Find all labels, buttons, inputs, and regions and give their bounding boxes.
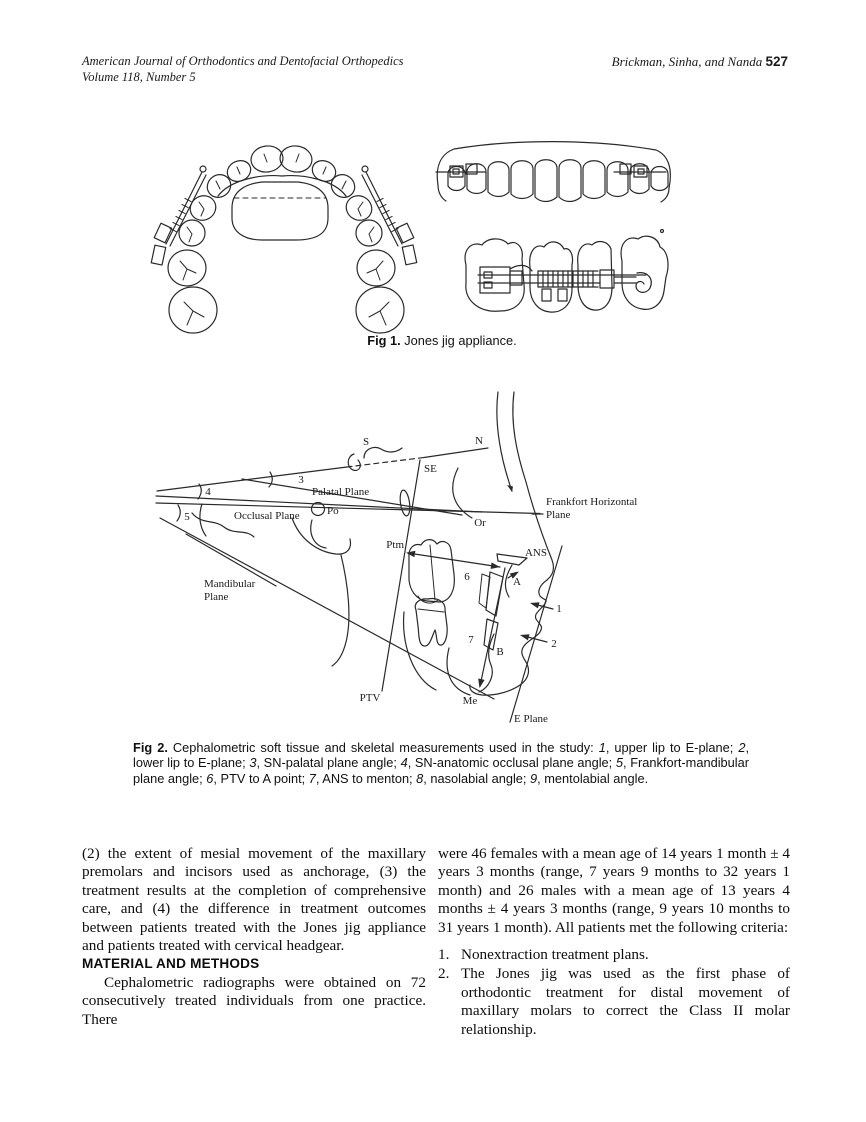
fig1-lateral-view-drawing: [464, 228, 669, 313]
fig2-label-angle-3: 3: [298, 474, 304, 486]
fig2-label-frankfort-1: Frankfort Horizontal: [546, 496, 637, 508]
right-column: were 46 females with a mean age of 14 ye…: [438, 845, 790, 1040]
body-paragraph: Cephalometric radiographs were obtained …: [82, 973, 426, 1028]
list-item-text: Nonextraction treatment plans.: [461, 946, 649, 964]
reference-lines: [155, 447, 563, 723]
fig1-frontal-view-drawing: [435, 141, 671, 203]
list-item: 1. Nonextraction treatment plans.: [438, 946, 790, 964]
fig1-caption: Fig 1. Jones jig appliance.: [142, 333, 742, 348]
fig2-label-occlusal-plane: Occlusal Plane: [234, 510, 300, 522]
body-paragraph: (2) the extent of mesial movement of the…: [82, 845, 426, 955]
maxilla-and-teeth: [408, 539, 528, 617]
fig2-label-n: N: [475, 435, 483, 447]
criteria-list: 1. Nonextraction treatment plans. 2. The…: [438, 946, 790, 1039]
fig2-label-ptm: Ptm: [386, 539, 404, 551]
fig2-label-ptv: PTV: [360, 692, 381, 704]
lateral-teeth: [464, 235, 669, 313]
header-left: American Journal of Orthodontics and Den…: [82, 54, 404, 85]
soft-tissue-profile: [469, 481, 554, 696]
jig-wire-left: [150, 165, 207, 266]
fig2-label-a-point: A: [513, 576, 521, 588]
page-number: 527: [765, 54, 788, 69]
fig2-label-me: Me: [463, 695, 478, 707]
journal-title: American Journal of Orthodontics and Den…: [82, 54, 404, 68]
header-right: Brickman, Sinha, and Nanda 527: [612, 54, 788, 70]
mandible-and-teeth: [414, 597, 499, 693]
fig2-label-mandibular-1: Mandibular: [204, 578, 256, 590]
list-item: 2. The Jones jig was used as the first p…: [438, 965, 790, 1039]
fig2-label-angle-4: 4: [205, 486, 211, 498]
body-paragraph: were 46 females with a mean age of 14 ye…: [438, 845, 790, 936]
fig2-label-meas-2: 2: [551, 638, 557, 650]
fig2-label-meas-1: 1: [556, 603, 562, 615]
fig1-caption-text: Jones jig appliance.: [400, 333, 517, 348]
fig2-label-b-point: B: [496, 646, 503, 658]
volume-info: Volume 118, Number 5: [82, 69, 196, 84]
fig2-label-e-plane: E Plane: [514, 713, 548, 725]
angle-arcs: [176, 471, 273, 522]
list-item-number: 2.: [438, 965, 450, 983]
fig2-label-meas-7: 7: [468, 634, 474, 646]
list-item-text: The Jones jig was used as the first phas…: [461, 965, 790, 1038]
fig2-label-frankfort-2: Plane: [546, 509, 571, 521]
jig-wire-right: [361, 165, 418, 266]
fig2-label-mandibular-2: Plane: [204, 591, 229, 603]
list-item-number: 1.: [438, 946, 450, 964]
fig2-label-s: S: [363, 436, 369, 448]
frontal-brackets: [435, 163, 667, 178]
fig2-label-se: SE: [424, 463, 437, 475]
fig2-label-or: Or: [474, 517, 486, 529]
fig2-label-angle-5: 5: [184, 511, 190, 523]
fig1-caption-label: Fig 1.: [367, 333, 401, 348]
nance-button: [217, 175, 347, 241]
running-authors: Brickman, Sinha, and Nanda: [611, 54, 763, 69]
fig2-label-palatal-plane: Palatal Plane: [312, 486, 369, 498]
fig2-label-ans: ANS: [525, 547, 547, 559]
fig2-label-meas-6: 6: [464, 571, 470, 583]
left-column: (2) the extent of mesial movement of the…: [82, 845, 426, 1029]
fig2-label-po: Po: [327, 505, 339, 517]
fig1-occlusal-view-drawing: [150, 145, 418, 334]
skull-outline: [191, 391, 527, 696]
fig2-caption: Fig 2. Cephalometric soft tissue and ske…: [133, 740, 750, 786]
measurement-arrows: [406, 485, 554, 688]
section-heading: MATERIAL AND METHODS: [82, 956, 260, 972]
jig-mechanism: [477, 228, 665, 302]
